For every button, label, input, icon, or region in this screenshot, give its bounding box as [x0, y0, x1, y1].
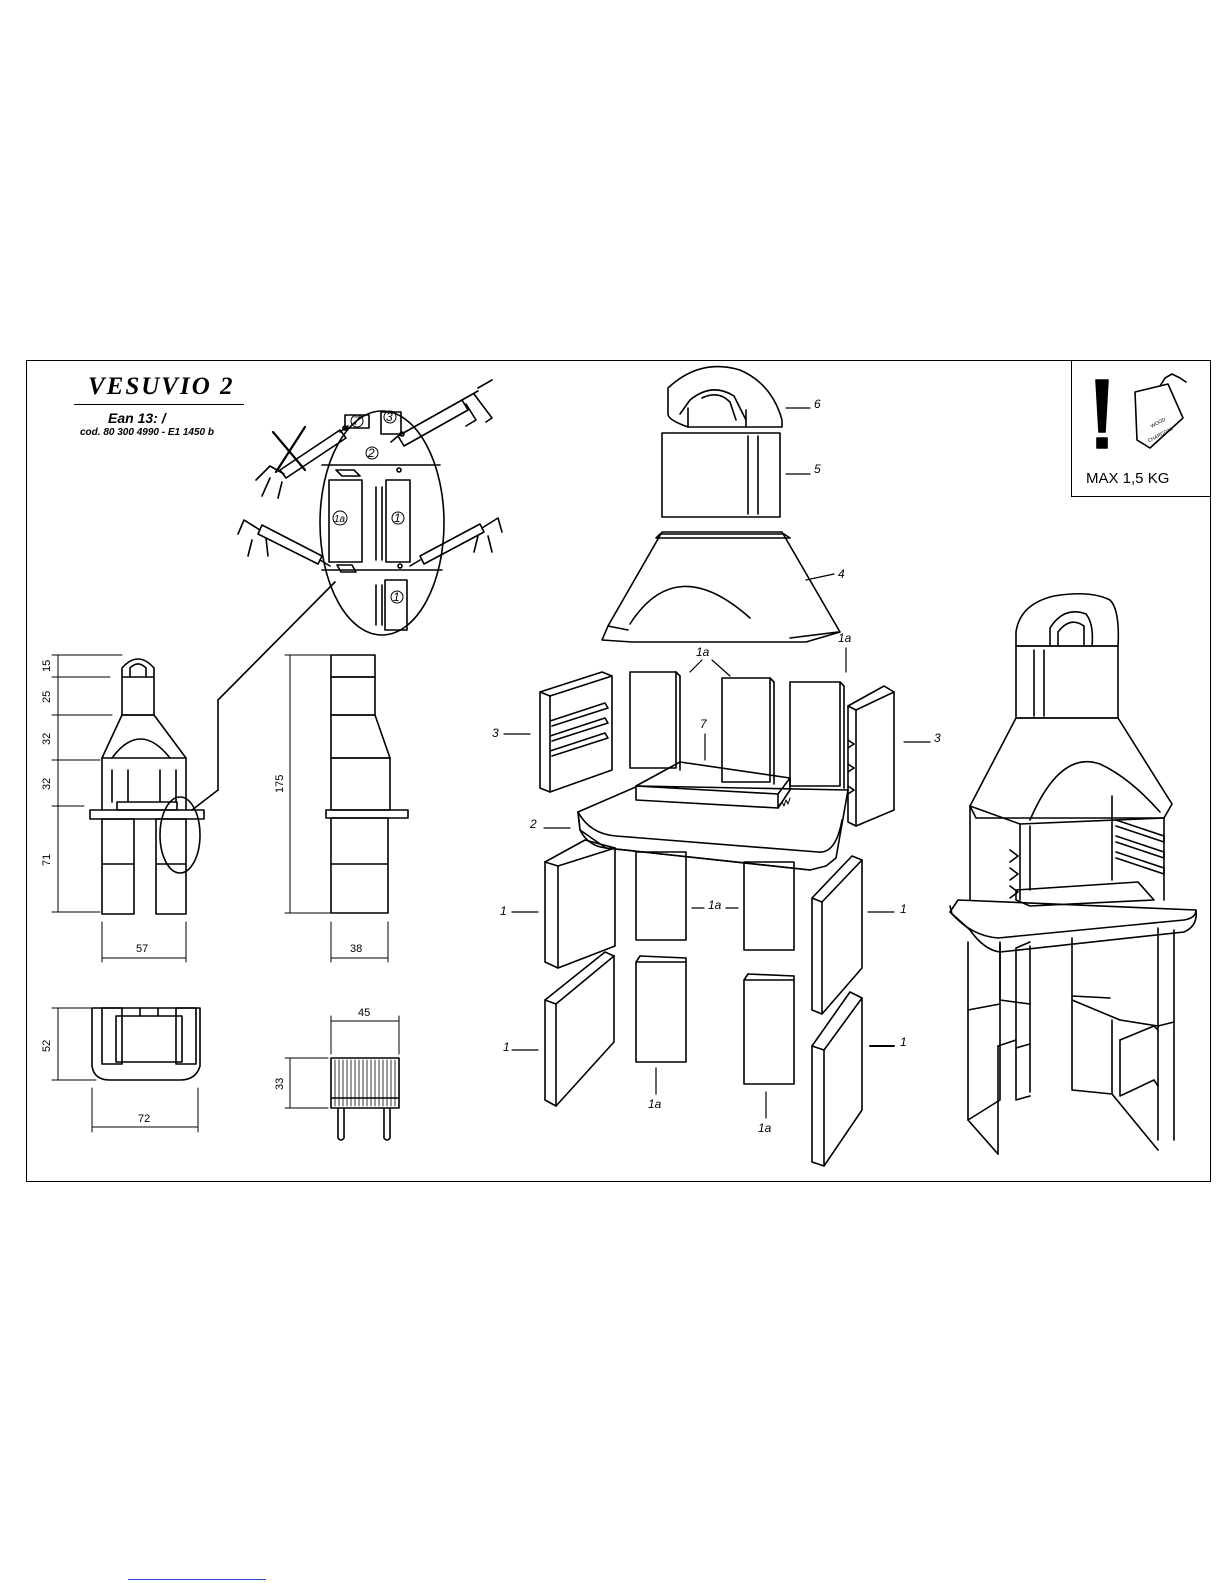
- side-view-dimensions: [285, 655, 388, 962]
- detail-label-1-upper: 1: [394, 511, 401, 525]
- part-2-worktop: [578, 786, 848, 870]
- part-label-3-left: 3: [492, 726, 499, 740]
- part-label-1-right-upper: 1: [900, 902, 907, 916]
- side-view: [326, 655, 408, 913]
- part-label-6: 6: [814, 397, 821, 411]
- dim-175: 175: [274, 775, 286, 793]
- charcoal-bag-icon: WOOD CHARCOAL: [1135, 374, 1186, 448]
- part-label-5: 5: [814, 462, 821, 476]
- silicone-gun-icon-top-right: [391, 380, 492, 446]
- detail-label-2: 2: [367, 446, 375, 460]
- dim-15: 15: [41, 660, 53, 672]
- dim-33: 33: [274, 1078, 286, 1090]
- dim-32-lower: 32: [41, 778, 53, 790]
- exclamation-icon: [1096, 380, 1108, 448]
- silicone-gun-icon-left: [238, 520, 330, 566]
- part-labels: 6 5 4 1a 1a 3 3 7 2 1 1a 1 1 1 1a 1a: [492, 397, 941, 1135]
- part-label-1a-top-center: 1a: [696, 645, 710, 659]
- dim-25: 25: [41, 691, 53, 703]
- detail-label-3: 3: [386, 410, 393, 424]
- part-3-right-sidewall: [848, 686, 894, 826]
- part-label-1-right-lower: 1: [900, 1035, 907, 1049]
- part-1-lower-side-panels: [545, 840, 862, 1166]
- dim-72: 72: [138, 1113, 150, 1125]
- front-dim-labels: 15 25 32 32 71 57: [41, 660, 148, 955]
- silicone-gun-icon-right: [410, 518, 502, 566]
- dim-32-upper: 32: [41, 733, 53, 745]
- part-label-4: 4: [838, 567, 845, 581]
- part-label-1a-bottom-left: 1a: [648, 1097, 662, 1111]
- detail-label-1-lower: 1: [393, 590, 400, 604]
- part-6-chimney-cap: [668, 367, 782, 427]
- part-leader-lines: [504, 408, 930, 1118]
- dim-45: 45: [358, 1007, 370, 1019]
- part-3-left-sidewall: [540, 672, 612, 792]
- bag-wood-text: WOOD: [1150, 417, 1167, 430]
- part-7-fire-grate: [636, 762, 790, 808]
- part-4-hood: [602, 532, 840, 642]
- part-label-1a-bottom-right: 1a: [758, 1121, 772, 1135]
- part-label-1a-middle: 1a: [708, 898, 722, 912]
- part-label-2: 2: [529, 817, 537, 831]
- detail-label-1a: 1a: [334, 514, 346, 525]
- grill-dimensions: [285, 1016, 399, 1108]
- top-view: [92, 1008, 200, 1080]
- detail-leader-line: [218, 582, 335, 700]
- part-label-1-left-upper: 1: [500, 904, 507, 918]
- dim-38: 38: [350, 943, 362, 955]
- dim-71: 71: [41, 854, 53, 866]
- part-label-7: 7: [700, 717, 708, 731]
- grill-detail: [331, 1058, 399, 1140]
- front-view: [90, 659, 204, 914]
- assembled-barbecue: [950, 594, 1196, 1154]
- part-label-1a-top-right: 1a: [838, 631, 852, 645]
- part-1a-lower-panels: [636, 852, 794, 1084]
- footer-link-underline: [128, 1579, 266, 1580]
- crossed-out-mark-icon: [273, 427, 305, 472]
- silicone-gun-icon-crossed: [256, 426, 348, 498]
- part-label-3-right: 3: [934, 731, 941, 745]
- part-label-1-left-lower: 1: [503, 1040, 510, 1054]
- part-5-chimney-body: [662, 433, 780, 517]
- dim-57: 57: [136, 943, 148, 955]
- dim-52: 52: [41, 1040, 53, 1052]
